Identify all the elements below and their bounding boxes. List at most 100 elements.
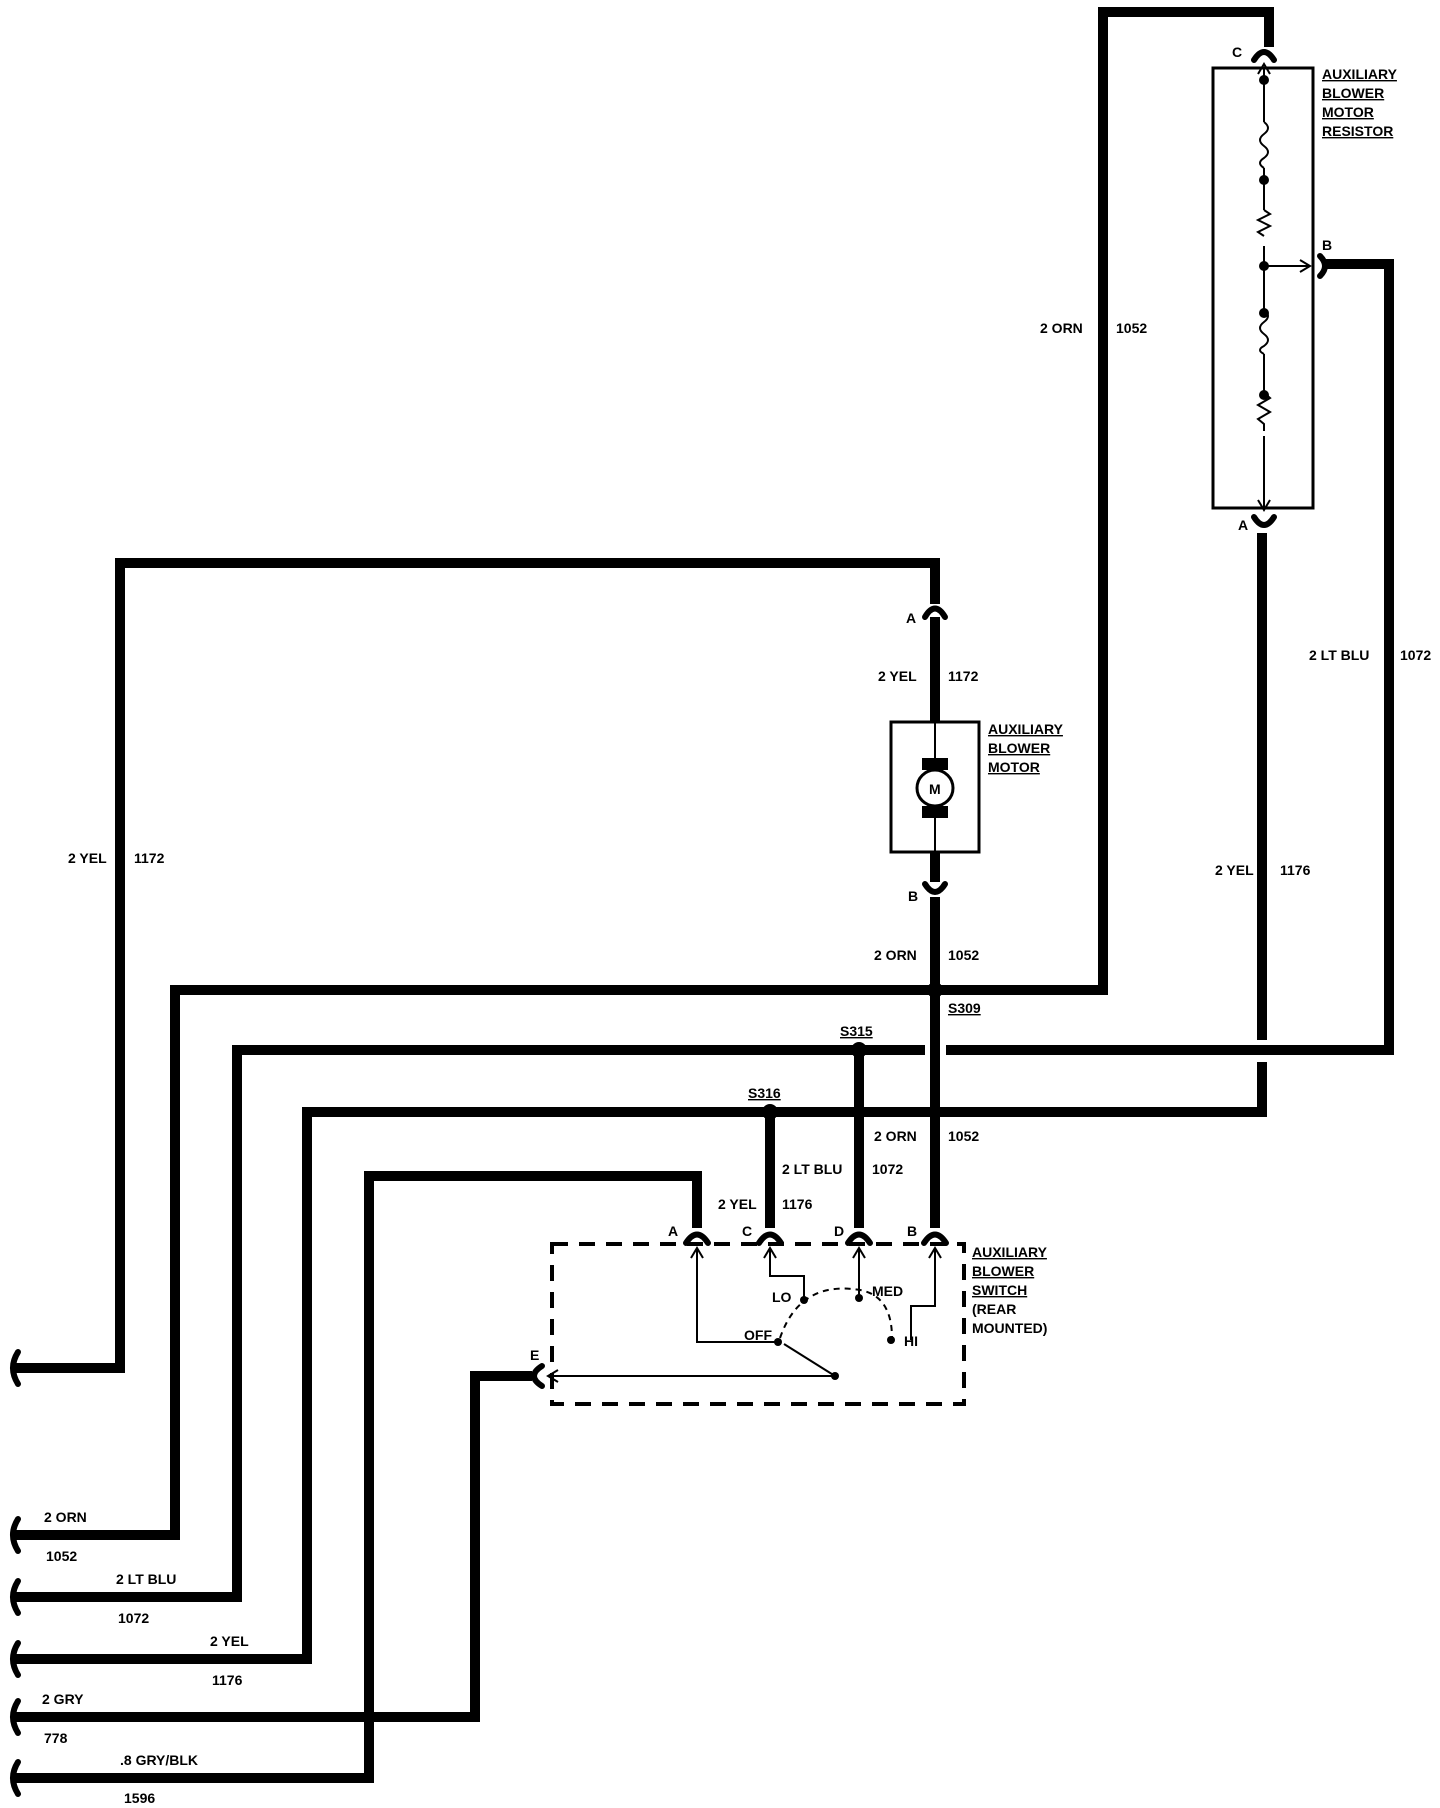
splice-s309-label: S309 [948,1000,981,1016]
wire-label-circuit: 1172 [134,850,165,866]
switch-position-lo: LO [772,1289,792,1305]
motor-connector-b [922,881,948,895]
switch-contact-lo [800,1296,808,1304]
switch-position-med: MED [872,1283,903,1299]
motor-title-line3: MOTOR [988,759,1040,775]
wire-yel-1176-resistor [860,533,1267,1117]
switch-internal-arrow-e [546,1369,559,1383]
resistor-wavy-2 [1259,309,1269,355]
wire-gryblk-1596 [16,1171,702,1783]
resistor-pin-b: B [1322,237,1332,253]
lead-end-gryblk [10,1759,21,1797]
lead-color-gryblk: .8 GRY/BLK [120,1752,198,1768]
resistor-node [1259,175,1269,185]
resistor-zigzag-1 [1255,209,1273,237]
resistor-title-line4: RESISTOR [1322,123,1393,139]
switch-connector-c [756,1231,784,1246]
switch-note-line1: (REAR [972,1301,1016,1317]
lead-color-ltblu: 2 LT BLU [116,1571,176,1587]
switch-contact-off [774,1338,782,1346]
resistor-pin-a: A [1238,517,1248,533]
wire-orn-1052-resistor [935,7,1274,995]
motor-connector-a [922,605,948,620]
resistor-node [1259,261,1269,271]
switch-wiper [783,1343,836,1377]
switch-internal-arrow-c [763,1246,777,1259]
lead-color-orn: 2 ORN [44,1509,87,1525]
wire-label-circuit: 1072 [872,1161,903,1177]
switch-internal-arrow-b [928,1246,942,1259]
splice-s316-label: S316 [748,1085,781,1101]
wire-label-circuit: 1176 [782,1196,813,1212]
splice-s315-label: S315 [840,1023,873,1039]
resistor-connector-a [1251,514,1277,528]
wire-yel-1172-left [16,558,940,1373]
switch-connector-d [845,1231,873,1246]
motor-brush-top [922,758,948,770]
switch-connector-a [683,1231,711,1246]
resistor-arrow-top [1257,62,1271,75]
auxiliary-blower-motor-resistor: C B A AUXILIARY BLOWER MOTOR RESISTOR [1211,44,1398,533]
splice-s309-dot [927,982,943,998]
resistor-title-line2: BLOWER [1322,85,1384,101]
bottom-lead-labels: 2 ORN 1052 2 LT BLU 1072 2 YEL 1176 2 GR… [42,1509,249,1806]
wire-label-circuit: 1172 [948,668,979,684]
wire-orn-1052-bottom [16,985,935,1540]
lead-end-ltblu [10,1578,21,1616]
motor-title-line1: AUXILIARY [988,721,1064,737]
resistor-title-line3: MOTOR [1322,104,1374,120]
motor-brush-bottom [922,806,948,818]
switch-internal-b-hi [910,1248,936,1340]
splice-s316-dot [762,1104,778,1120]
switch-pin-a: A [668,1223,678,1239]
switch-connector-e [531,1363,545,1389]
resistor-connector-b [1317,253,1328,279]
switch-position-arc [779,1287,893,1339]
switch-title-line2: BLOWER [972,1263,1034,1279]
wire-label-color: 2 YEL [718,1196,757,1212]
motor-armature [915,768,955,808]
switch-contact-hi [887,1336,895,1344]
switch-internal-c-lo [769,1248,805,1300]
wire-label-color: 2 ORN [874,1128,917,1144]
resistor-node [1259,75,1269,85]
lead-circuit-yel: 1176 [212,1672,243,1688]
resistor-wavy-1 [1259,121,1269,169]
lead-circuit-ltblu: 1072 [118,1610,149,1626]
switch-title-line3: SWITCH [972,1282,1027,1298]
resistor-connector-c [1251,49,1277,63]
lead-circuit-orn: 1052 [46,1548,77,1564]
lead-circuit-gryblk: 1596 [124,1790,155,1806]
switch-box [550,1242,966,1406]
switch-position-off: OFF [744,1327,772,1343]
lead-end-gry [10,1698,21,1736]
splice-s315-dot [851,1042,867,1058]
wire-label-color: 2 YEL [68,850,107,866]
switch-pin-b: B [907,1223,917,1239]
lead-ends [10,1349,21,1797]
wire-label-color: 2 ORN [1040,320,1083,336]
motor-symbol: M [929,781,941,797]
auxiliary-blower-switch: A C D B E OFF LO MED HI AUXILIARY BLOWER… [530,1223,1048,1406]
wire-label-circuit: 1176 [1280,862,1311,878]
motor-pin-b: B [908,888,918,904]
resistor-zigzag-2 [1256,392,1272,431]
switch-title-line1: AUXILIARY [972,1244,1048,1260]
wire-label-circuit: 1052 [948,947,979,963]
wire-label-circuit: 1052 [1116,320,1147,336]
switch-internal-arrow-d [852,1246,866,1259]
wire-label-color: 2 ORN [874,947,917,963]
motor-pin-a: A [906,610,916,626]
wire-label-color: 2 LT BLU [1309,647,1369,663]
auxiliary-blower-motor: M A B AUXILIARY BLOWER MOTOR [889,605,1064,904]
resistor-node [1259,390,1269,400]
lead-circuit-gry: 778 [44,1730,68,1746]
wire-label-color: 2 LT BLU [782,1161,842,1177]
lead-color-yel: 2 YEL [210,1633,249,1649]
lead-color-gry: 2 GRY [42,1691,84,1707]
wire-gry-778 [16,1371,532,1722]
lead-end-yel [10,1640,21,1678]
wire-label-circuit: 1052 [948,1128,979,1144]
resistor-pin-c: C [1232,44,1242,60]
